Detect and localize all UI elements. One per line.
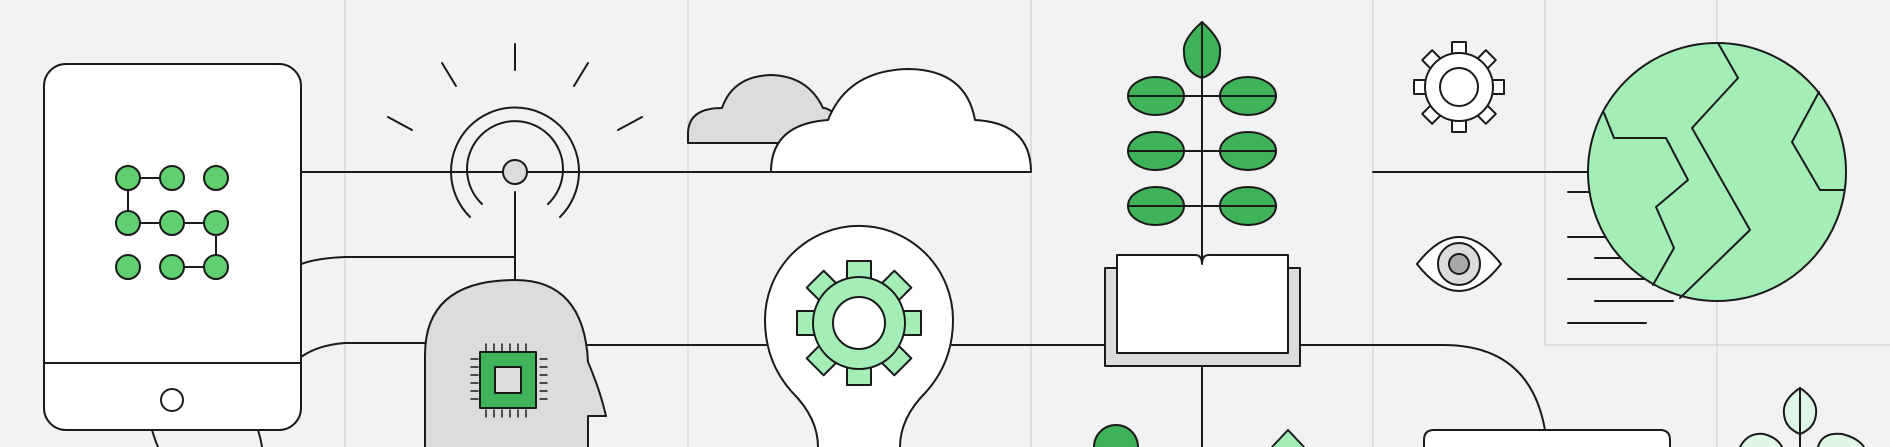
open-book-icon	[1104, 254, 1301, 367]
circuit-grid-icon	[115, 165, 229, 280]
globe-icon	[1567, 42, 1847, 324]
tablet-icon	[43, 63, 302, 447]
chip-icon	[470, 343, 548, 418]
sprout-icon	[1739, 387, 1865, 447]
green-dot-icon	[1093, 424, 1139, 447]
panel-card-icon	[1423, 429, 1671, 447]
connector-lines	[300, 171, 1591, 431]
lightbulb-gear-icon	[764, 225, 954, 447]
head-chip-icon	[424, 279, 607, 447]
gear-icon	[1413, 41, 1505, 133]
eye-icon	[1416, 236, 1502, 292]
plant-icon	[1127, 21, 1277, 447]
gear-icon	[796, 260, 922, 386]
broadcast-antenna-icon	[387, 43, 643, 218]
cloud-icon	[687, 68, 1032, 173]
diamond-icon	[1271, 429, 1305, 447]
